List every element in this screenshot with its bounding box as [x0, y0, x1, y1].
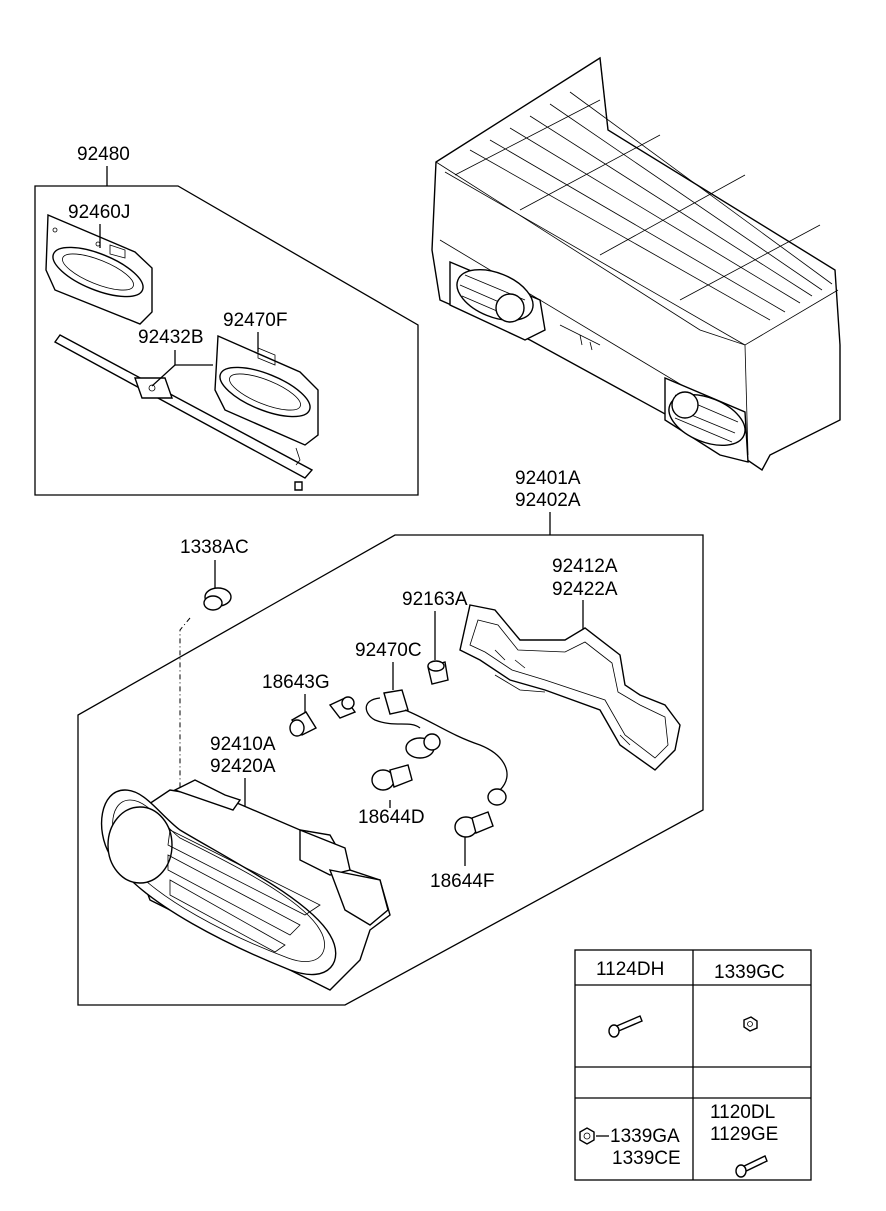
truck-right-lamp: [664, 376, 749, 463]
bulb-18644F: [454, 811, 494, 838]
label-92470F: 92470F: [223, 310, 287, 331]
table-label-1339GA: 1339GA: [610, 1126, 680, 1147]
table-header-1339GC: 1339GC: [714, 962, 785, 983]
label-18643G: 18643G: [262, 672, 330, 693]
truck-bed-floor-ribs: [454, 91, 833, 321]
rear-housing-92412A: [459, 604, 681, 771]
screw-1120DL-icon: [735, 1155, 768, 1178]
label-92412A: 92412A: [552, 556, 618, 577]
rear-combination-lamp: [100, 779, 391, 991]
cap-92163A: [427, 660, 449, 685]
label-1338AC: 1338AC: [180, 537, 249, 558]
label-92420A: 92420A: [210, 756, 276, 777]
holder-92460J: [45, 213, 153, 325]
truck-rear-illustration: [431, 56, 841, 472]
label-18644D: 18644D: [358, 807, 425, 828]
label-92410A: 92410A: [210, 734, 276, 755]
socket-3: [487, 788, 507, 806]
wiring-harness-92470C: [328, 689, 508, 806]
table-label-1120DL: 1120DL: [710, 1102, 775, 1123]
socket-2: [405, 733, 441, 759]
label-92432B: 92432B: [138, 327, 204, 348]
lamp-assembly-box: 92401A 92402A 1338AC 92412A 92422A 92163…: [77, 468, 704, 1006]
label-92460J: 92460J: [68, 202, 130, 223]
label-92401A: 92401A: [515, 468, 581, 489]
fastener-table: 1124DH 1339GC 1339GA 1339CE 1120DL 1129G…: [574, 949, 812, 1181]
nut-1339GC-icon: [743, 1016, 758, 1032]
grommet-1338AC: [203, 587, 232, 611]
table-label-1129GE: 1129GE: [710, 1124, 778, 1145]
nut-1339GA-icon: [579, 1127, 595, 1145]
label-18644F: 18644F: [430, 871, 494, 892]
label-92480: 92480: [77, 144, 130, 165]
bulb-18643G: [289, 711, 318, 737]
socket-1: [328, 696, 357, 719]
assembly-box-92480: 92480 92460J 92432B 92470F: [34, 144, 419, 496]
label-92422A: 92422A: [552, 579, 618, 600]
label-92470C: 92470C: [355, 640, 422, 661]
table-header-1124DH: 1124DH: [596, 959, 664, 980]
table-label-1339CE: 1339CE: [612, 1148, 681, 1169]
bulb-18644D: [371, 764, 413, 791]
bolt-1124DH-icon: [608, 1015, 643, 1038]
label-92402A: 92402A: [515, 490, 581, 511]
holder-92470F: [214, 334, 319, 466]
gasket-92432B: [53, 334, 314, 479]
label-92163A: 92163A: [402, 589, 468, 610]
truck-left-lamp: [449, 260, 546, 341]
